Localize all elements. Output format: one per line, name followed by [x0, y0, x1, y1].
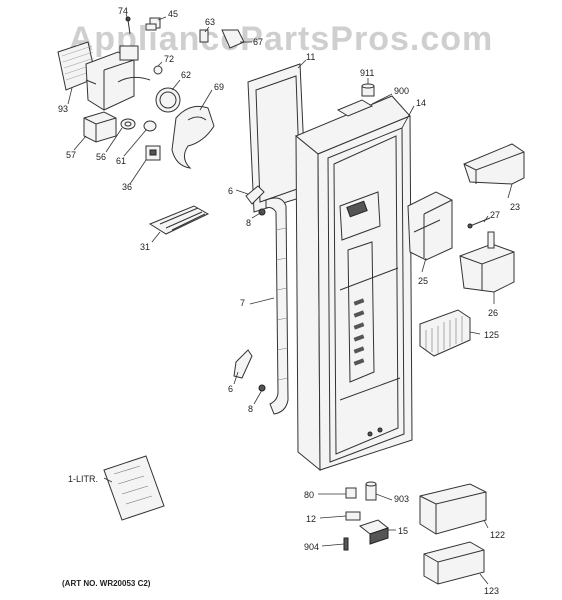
part-15-block — [358, 519, 390, 545]
callout-14: 14 — [416, 98, 426, 108]
part-23-bin-cover — [463, 143, 525, 185]
callout-62: 62 — [181, 70, 191, 80]
callout-72: 72 — [164, 54, 174, 64]
part-72-nut — [153, 65, 163, 75]
callout-6-bottom: 6 — [228, 384, 233, 394]
callout-6-top: 6 — [228, 186, 233, 196]
part-12-bracket — [345, 511, 361, 521]
callout-125: 125 — [484, 330, 499, 340]
part-25-bracket — [407, 191, 453, 261]
callout-74: 74 — [118, 6, 128, 16]
part-123-bin — [423, 541, 485, 585]
part-manual-booklet — [103, 455, 165, 521]
callout-93: 93 — [58, 104, 68, 114]
watermark-text: AppliancePartsPros.com — [69, 20, 493, 58]
callout-1-litr: 1-LITR. — [68, 474, 98, 484]
callout-900: 900 — [394, 86, 409, 96]
art-number: (ART NO. WR20053 C2) — [62, 579, 151, 588]
part-904-pin — [343, 537, 349, 551]
part-74-screw — [127, 19, 131, 35]
part-8-screw-bottom — [258, 384, 266, 392]
dispenser-cavity — [339, 191, 381, 241]
part-911-cap — [361, 83, 375, 97]
part-72-bracket — [119, 45, 139, 61]
callout-903: 903 — [394, 494, 409, 504]
callout-904: 904 — [304, 542, 319, 552]
callout-67: 67 — [253, 37, 263, 47]
callout-8-top: 8 — [246, 218, 251, 228]
callout-26: 26 — [488, 308, 498, 318]
callout-122: 122 — [490, 530, 505, 540]
callout-11: 11 — [306, 52, 315, 62]
part-6-endcap-bottom — [233, 349, 253, 379]
callout-69: 69 — [214, 82, 224, 92]
part-7-handle — [265, 197, 289, 415]
callout-25: 25 — [418, 276, 428, 286]
callout-123: 123 — [484, 586, 499, 596]
part-6-endcap-top — [245, 185, 265, 205]
callout-80: 80 — [304, 490, 314, 500]
callout-12: 12 — [306, 514, 316, 524]
door-side-edge — [295, 134, 321, 472]
callout-45: 45 — [168, 9, 178, 19]
part-61 — [143, 120, 157, 132]
freezer-door-assembly — [295, 95, 413, 472]
callout-61: 61 — [116, 156, 126, 166]
part-26-bin — [459, 231, 515, 293]
part-80-knob — [345, 487, 357, 499]
leader-lines — [67, 13, 513, 585]
callout-8-bottom: 8 — [248, 404, 253, 414]
housing-body — [85, 51, 135, 111]
part-903-tube — [365, 481, 377, 501]
callout-15: 15 — [398, 526, 408, 536]
part-125-wire-basket — [419, 309, 471, 357]
callout-56: 56 — [96, 152, 106, 162]
part-63 — [199, 29, 209, 43]
callout-7: 7 — [240, 298, 245, 308]
callout-23: 23 — [510, 202, 520, 212]
callout-911: 911 — [360, 68, 374, 78]
callout-labels: 74 45 63 67 72 62 69 93 57 56 61 36 11 9… — [58, 6, 520, 596]
part-57-motor — [83, 111, 117, 143]
dispenser-motor-assembly — [57, 16, 245, 169]
part-56-gear — [120, 118, 136, 130]
callout-63: 63 — [205, 17, 215, 27]
part-69-auger — [171, 105, 215, 169]
part-27-screw — [469, 217, 491, 227]
callout-36: 36 — [122, 182, 132, 192]
part-31-grille — [148, 205, 210, 235]
part-122-bin — [419, 483, 487, 535]
callout-57: 57 — [66, 150, 76, 160]
callout-27: 27 — [490, 210, 500, 220]
callout-31: 31 — [140, 242, 150, 252]
